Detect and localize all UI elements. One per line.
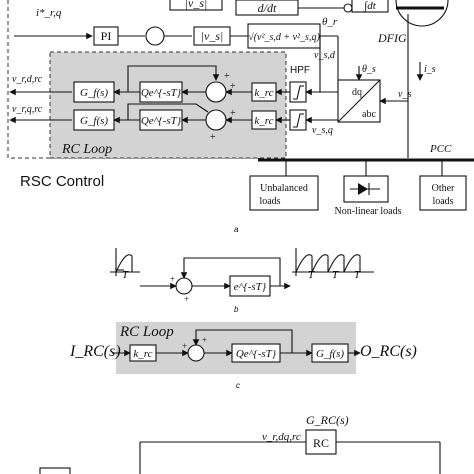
period-out-3: T — [354, 269, 361, 281]
vsd-label: v_s,d — [314, 50, 336, 61]
rc-loop-title: RC Loop — [61, 142, 112, 157]
c-summing-junction — [187, 344, 205, 362]
unbalanced-line2: loads — [259, 196, 280, 207]
b-summing-junction — [175, 277, 193, 295]
unbalanced-loads-box — [249, 175, 319, 211]
c-plus-left: + — [182, 341, 187, 351]
hpf-shape-d — [293, 85, 304, 100]
rc-sum-d — [205, 81, 227, 103]
panel-a: |v_s| d/dt ∫dt θ_r DFIG i*_r,q PI |v_s| … — [7, 0, 474, 234]
rc-out-q-label: v_r,q,rc — [12, 104, 43, 115]
rc-loop-region — [49, 51, 287, 159]
vs-label: v_s — [398, 89, 411, 100]
gf-label-d: G_f(s) — [80, 87, 108, 99]
panel-c: RC Loop I_RC(s) k_rc + + Qe^{-sT} G_f(s)… — [69, 322, 417, 390]
sqrt-expression: √(v²_s,d + v²_s,q) — [248, 32, 320, 43]
other-line1: Other — [432, 183, 455, 194]
theta-r-label: θ_r — [322, 16, 338, 28]
d-grc-label: G_RC(s) — [306, 413, 349, 427]
rc-sum-q — [205, 109, 227, 131]
plus-d-right: + — [230, 81, 236, 92]
other-loads-box — [419, 175, 467, 211]
nonlinear-label: Non-linear loads — [335, 206, 402, 217]
d-bottom-box — [39, 467, 71, 474]
integrator-label: ∫dt — [363, 0, 377, 12]
ir-star-label: i*_r,q — [36, 7, 62, 19]
period-in-label: T — [122, 269, 129, 281]
vs-abs-box-top — [169, 0, 223, 11]
theta-junction — [343, 3, 353, 13]
hpf-box-q — [289, 109, 307, 131]
period-out-1: T — [308, 269, 315, 281]
c-krc-label: k_rc — [133, 348, 152, 360]
krc-label-q: k_rc — [254, 115, 273, 127]
b-feedback-path — [180, 257, 281, 286]
rc-out-d-label: v_r,d,rc — [12, 74, 43, 85]
b-plus-left: + — [170, 274, 175, 284]
caption-c: c — [236, 381, 240, 390]
integrator-box — [351, 0, 389, 13]
unbalanced-line1: Unbalanced — [260, 183, 308, 194]
dq-abc-diagonal — [337, 79, 381, 123]
rc-feedback-q — [127, 103, 209, 120]
rsc-control-label: RSC Control — [20, 173, 104, 190]
panel-b: T + + e^{-sT} T T T b — [110, 248, 374, 314]
hpf-shape-q — [293, 113, 304, 128]
c-plus-top: + — [202, 335, 207, 345]
caption-a: a — [234, 225, 239, 234]
vs-abs-label: |v_s| — [201, 29, 224, 43]
hpf-box-d — [289, 81, 307, 103]
plus-d-top: + — [224, 71, 230, 82]
plus-q-bottom: + — [210, 132, 216, 143]
d-vr-label: v_r,dq,rc — [262, 431, 301, 443]
pcc-label: PCC — [429, 143, 452, 155]
input-wave — [115, 254, 133, 273]
d-rc-label: RC — [313, 436, 329, 450]
output-wave — [295, 254, 361, 273]
hpf-label: HPF — [290, 65, 310, 76]
pi-summing-junction — [145, 26, 165, 46]
dfig-machine — [395, 0, 449, 27]
theta-s-label: θ_s — [362, 64, 376, 75]
ddt-label: d/dt — [258, 1, 277, 15]
qe-label-d: Qe^{-sT} — [141, 87, 182, 99]
c-rc-loop-title: RC Loop — [119, 324, 174, 340]
caption-b: b — [234, 305, 239, 314]
period-out-2: T — [332, 269, 339, 281]
is-label: i_s — [424, 64, 436, 75]
krc-label-d: k_rc — [254, 87, 273, 99]
panel-d: G_RC(s) RC v_r,dq,rc — [39, 413, 441, 474]
b-delay-label: e^{-sT} — [234, 281, 267, 293]
vsq-label: v_s,q — [312, 125, 333, 136]
c-gf-label: G_f(s) — [316, 348, 344, 360]
plus-q-right: + — [230, 108, 236, 119]
dfig-label: DFIG — [377, 31, 407, 45]
c-feedback-path — [192, 329, 293, 353]
sqrt-box — [247, 23, 321, 49]
c-output-label: O_RC(s) — [360, 343, 417, 360]
c-qe-label: Qe^{-sT} — [236, 348, 277, 360]
qe-label-q: Qe^{-sT} — [141, 115, 182, 127]
vs-abs-label-top: |v_s| — [185, 0, 208, 10]
other-line2: loads — [432, 196, 453, 207]
pi-label: PI — [101, 29, 112, 43]
b-plus-bottom: + — [184, 294, 189, 304]
gf-label-q: G_f(s) — [80, 115, 108, 127]
c-input-label: I_RC(s) — [69, 343, 121, 360]
rc-feedback-d — [127, 65, 220, 92]
abc-label: abc — [362, 109, 376, 120]
dq-label: dq — [352, 87, 362, 98]
